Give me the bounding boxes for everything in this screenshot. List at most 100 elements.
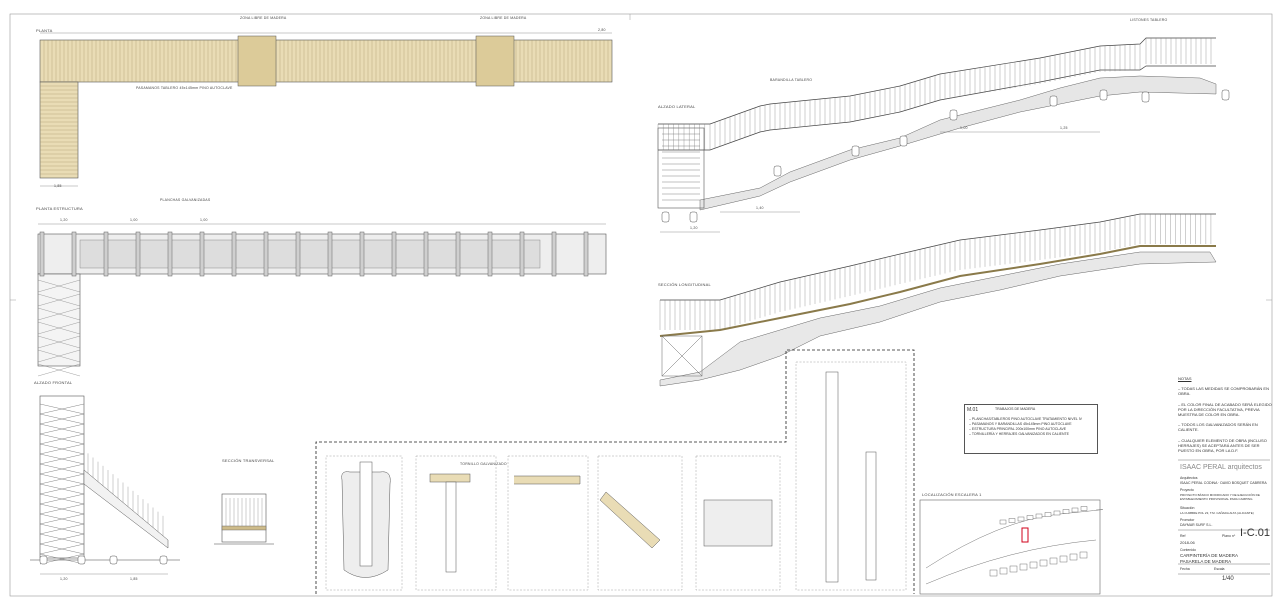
building-block — [1049, 557, 1058, 565]
pier-footing — [949, 109, 958, 121]
terrain-section — [659, 251, 1217, 387]
planta-view — [39, 32, 613, 187]
zona-libre-1 — [237, 35, 277, 87]
building-block — [1008, 518, 1016, 523]
situacion: LA CUMBRE POL 23, T.M. CAÑADA ALTA (ALIC… — [1180, 511, 1254, 515]
structure-brace — [37, 349, 81, 363]
structure-beam — [583, 231, 589, 277]
legend-item: – TORNILLERÍA Y HERRAJES GALVANIZADOS EN… — [969, 432, 1069, 436]
structure-brace — [37, 307, 81, 321]
structure-beam — [359, 231, 365, 277]
detail-4-bracket — [599, 491, 661, 549]
dim-label: 2,80 — [598, 28, 606, 32]
legend-item: – PASAMANOS Y BARANDILLAS 45x145mm PINO … — [969, 422, 1072, 426]
structure-beam — [487, 231, 493, 277]
tower-brace — [39, 503, 85, 515]
planta-estructura-view — [37, 223, 607, 377]
tower-brace — [39, 413, 85, 425]
structure-brace — [37, 293, 81, 307]
structure-beam — [391, 231, 397, 277]
firm-logo-text: ISAAC PERAL arquitectos — [1180, 464, 1262, 471]
pier-footing — [899, 135, 908, 147]
building-block — [1079, 551, 1088, 559]
building-block — [1019, 563, 1028, 571]
plano-number: I-C.01 — [1240, 527, 1270, 539]
dim-label: 1,20 — [60, 218, 68, 222]
note-item: – TODOS LOS GALVANIZADOS SERÁN EN CALIEN… — [1178, 422, 1258, 433]
dim-label: 1,00 — [200, 218, 208, 222]
fecha-label: Fecha — [1180, 567, 1190, 571]
note-item: – TODAS LAS MEDIDAS SE COMPROBARÁN EN OB… — [1178, 386, 1269, 397]
note-item: – EL COLOR FINAL DE ACABADO SERÁ ELEGIDO… — [1178, 401, 1272, 418]
frame-leg — [37, 273, 81, 367]
alzado-frontal-view — [30, 395, 180, 575]
building-block — [999, 519, 1007, 525]
structure-beam — [519, 231, 525, 277]
building-block — [1059, 555, 1068, 563]
callout-zona-libre: ZONA LIBRE DE MADERA — [240, 16, 287, 20]
truss-frame — [661, 335, 703, 377]
alzado-lateral-view — [657, 37, 1230, 233]
dim-label: 1,40 — [756, 206, 764, 210]
structure-beam — [423, 231, 429, 277]
legend-box: M.01 TRABAJOS DE MADERA – PLANCHAS/TABLE… — [964, 404, 1098, 454]
contenido-1: CARPINTERÍA DE MADERA — [1180, 553, 1239, 558]
sheet-border — [9, 13, 1273, 597]
detail-6-plate — [865, 451, 877, 581]
detail-2-beam — [429, 473, 471, 483]
building-block — [1071, 507, 1079, 513]
title-localizacion: LOCALIZACIÓN ESCALERA 1 — [922, 492, 982, 497]
pier-footing — [77, 555, 86, 565]
building-block — [1053, 510, 1061, 516]
structure-beam — [39, 231, 45, 277]
building-block — [1062, 509, 1070, 514]
ref-label: Ref — [1180, 534, 1186, 538]
structure-beam — [327, 231, 333, 277]
zona-libre-2 — [475, 35, 515, 87]
title-seccion-longitudinal: SECCIÓN LONGITUDINAL — [658, 282, 711, 287]
pier-footing — [39, 555, 48, 565]
structure-beam — [135, 231, 141, 277]
stair-flight — [83, 469, 169, 549]
structure-beam — [71, 231, 77, 277]
seccion-longitudinal-view — [659, 213, 1217, 387]
tower-brace — [39, 553, 85, 565]
title-block — [1178, 459, 1270, 575]
building-block — [999, 567, 1008, 575]
truss-brace — [661, 335, 703, 377]
walkway-top — [39, 39, 613, 83]
building-block — [1026, 515, 1034, 520]
building-block — [1069, 553, 1078, 561]
pier-footing — [661, 211, 670, 223]
contenido-2: PASARELA DE MADERA — [1180, 559, 1232, 564]
dim-label: 1,00 — [960, 126, 968, 130]
frame-inner — [79, 239, 541, 269]
detail-3 — [507, 455, 589, 591]
detail-2 — [415, 455, 497, 591]
building-block — [1017, 516, 1025, 522]
callout-pasamanos: PASAMANOS TABLERO 45x145mm PINO AUTOCLAV… — [136, 86, 233, 90]
localizacion-map — [919, 499, 1103, 595]
building-block — [1080, 506, 1088, 511]
structure-beam — [199, 231, 205, 277]
building-block — [1009, 565, 1018, 573]
seccion-transversal-view — [214, 493, 274, 545]
tower-brace — [39, 513, 85, 525]
structure-brace — [37, 363, 81, 377]
dim-label: 1,85 — [130, 577, 138, 581]
tower-brace — [39, 533, 85, 545]
pier-footing — [159, 555, 168, 565]
building-block — [1035, 513, 1043, 519]
detail-2-post — [445, 481, 457, 573]
details-dashed-border — [315, 349, 915, 594]
notes-block: NOTAS – TODAS LAS MEDIDAS SE COMPROBARÁN… — [1178, 376, 1274, 458]
legend-item: – ESTRUCTURA PRINCIPAL 200x100mm PINO AU… — [969, 427, 1067, 431]
legend-code: M.01 — [967, 407, 979, 413]
pier-footing — [1141, 91, 1150, 103]
legend-title: TRABAJOS DE MADERA — [995, 407, 1036, 411]
tower-brace — [39, 403, 85, 415]
dim-label: 1,25 — [1060, 126, 1068, 130]
dim-label: 1,20 — [60, 577, 68, 581]
detail-5 — [695, 455, 781, 591]
